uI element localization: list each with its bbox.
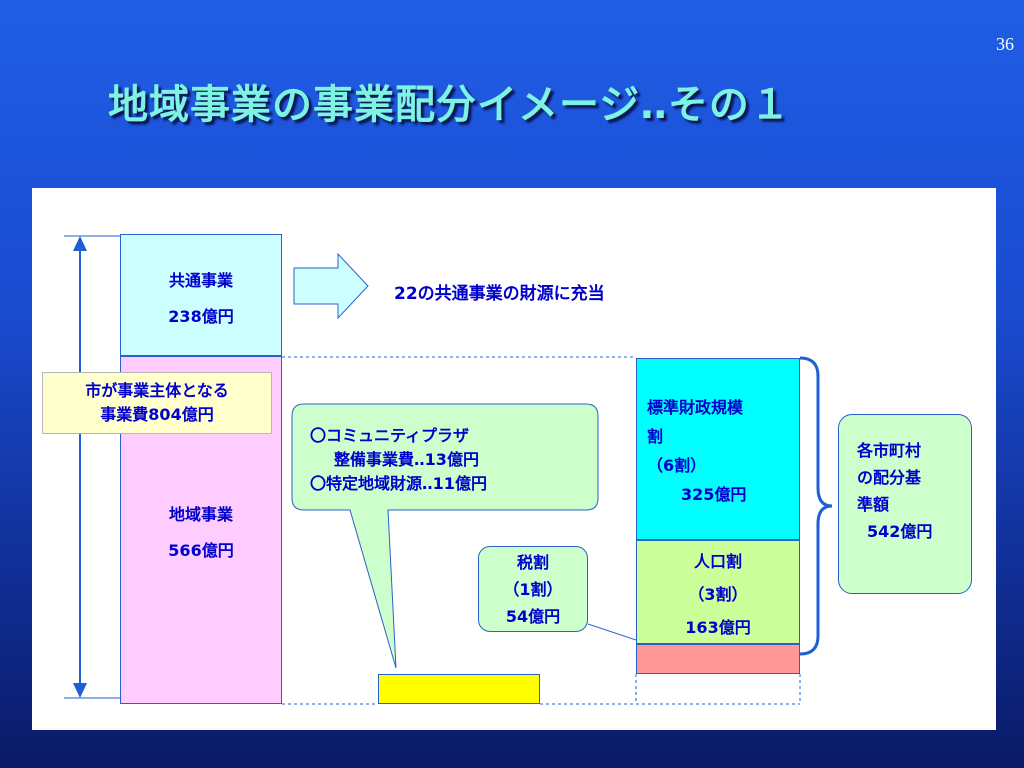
dashed-guides: [282, 356, 801, 705]
tax-amount: 54億円: [505, 607, 561, 626]
standard-fiscal-block: 標準財政規模 割 （6割） 325億円: [636, 358, 800, 540]
total-height-arrow: [64, 235, 120, 699]
total-cost-line2: 事業費804億円: [100, 405, 214, 424]
standard-fiscal-line2: 割: [647, 427, 664, 446]
tax-pointer-line: [587, 623, 637, 641]
population-ratio: （3割）: [688, 585, 748, 604]
common-business-amount: 238億円: [168, 307, 234, 326]
tax-ratio: （1割）: [503, 580, 563, 599]
standard-fiscal-line1: 標準財政規模: [647, 398, 744, 417]
standard-fiscal-ratio: （6割）: [647, 456, 707, 475]
population-block: 人口割 （3割） 163億円: [636, 540, 800, 644]
callout-text: 〇コミュニティプラザ 整備事業費‥13億円 〇特定地域財源‥11億円: [310, 424, 610, 496]
total-cost-label: 市が事業主体となる 事業費804億円: [42, 372, 272, 434]
allocation-amount: 542億円: [867, 522, 933, 541]
standard-fiscal-amount: 325億円: [681, 485, 747, 504]
callout-line3: 〇特定地域財源‥11億円: [310, 474, 487, 493]
right-brace-icon: [799, 356, 833, 656]
diagram-lines: [64, 235, 833, 705]
page-number: 36: [996, 34, 1014, 54]
diagram-panel: 共通事業 238億円 22の共通事業の財源に充当 地域事業 566億円 市が事業…: [32, 188, 996, 730]
common-business-block: 共通事業 238億円: [120, 234, 282, 356]
allocation-line2: の配分基: [857, 468, 922, 487]
arrow-description: 22の共通事業の財源に充当: [394, 284, 605, 304]
callout-line1: 〇コミュニティプラザ: [310, 426, 470, 445]
total-cost-line1: 市が事業主体となる: [85, 381, 229, 400]
common-business-label: 共通事業: [168, 271, 233, 290]
yellow-block: [378, 674, 540, 704]
allocation-block: 各市町村 の配分基 準額 542億円: [838, 414, 972, 594]
tax-block: 税割 （1割） 54億円: [478, 546, 588, 632]
population-amount: 163億円: [685, 618, 751, 637]
slide-title: 地域事業の事業配分イメージ‥その１: [108, 82, 791, 128]
tax-label: 税割: [516, 553, 549, 572]
block-arrow-icon: [293, 252, 369, 320]
population-label: 人口割: [693, 552, 742, 571]
red-block: [636, 644, 800, 674]
allocation-line1: 各市町村: [857, 441, 922, 460]
callout-line2: 整備事業費‥13億円: [334, 450, 479, 469]
local-business-label: 地域事業: [168, 505, 233, 524]
allocation-line3: 準額: [857, 495, 890, 514]
callout-bubble: [291, 403, 599, 669]
local-business-amount: 566億円: [168, 541, 234, 560]
